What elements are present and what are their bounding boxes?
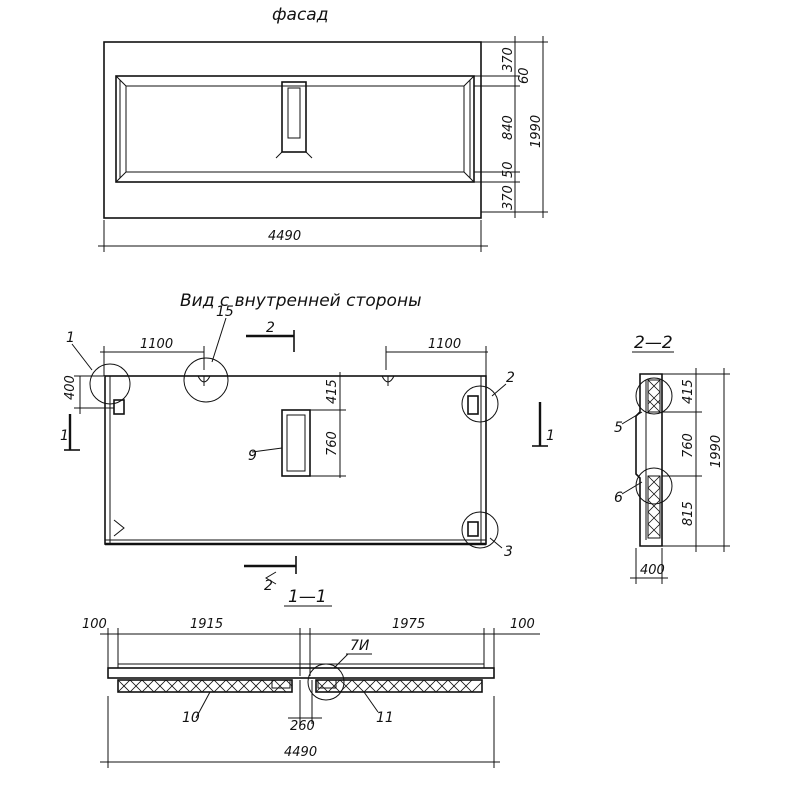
section-2-2: 2—2 415 760 815 1990 400 5 6: [614, 333, 730, 584]
inner-dim-opening: 760: [325, 431, 340, 456]
section-11-title: 1—1: [288, 587, 327, 607]
s22-dim-bottom: 815: [681, 501, 696, 526]
s11-dim-right-edge: 100: [510, 617, 535, 632]
s22-dim-width: 400: [640, 563, 665, 578]
facade-view: фасад 370 60 840 50 370 1990: [98, 5, 548, 252]
section-22-title: 2—2: [634, 333, 673, 353]
section-mark-2-top: 2: [266, 320, 275, 336]
callout-5: 5: [614, 420, 623, 436]
facade-dim-total-width: 4490: [268, 229, 301, 244]
s22-dim-middle: 760: [681, 433, 696, 458]
s11-dim-left-edge: 100: [82, 617, 107, 632]
callout-9: 9: [248, 448, 257, 464]
callout-3: 3: [504, 544, 513, 560]
section-mark-2-bottom: 2: [264, 578, 273, 594]
s22-dim-total: 1990: [709, 435, 724, 468]
section-1-1: 1—1 100 1915 1975 100 260: [82, 587, 540, 768]
facade-dim-gap-bottom: 50: [501, 161, 516, 178]
s11-dim-total: 4490: [284, 745, 317, 760]
inner-dim-top-opening: 415: [325, 379, 340, 404]
facade-dim-gap-top: 60: [517, 67, 532, 84]
s11-dim-joint: 260: [290, 719, 315, 734]
s11-dim-left: 1915: [190, 617, 223, 632]
callout-1: 1: [66, 330, 75, 346]
callout-7i: 7И: [350, 638, 370, 654]
callout-15: 15: [216, 304, 234, 320]
callout-6: 6: [614, 490, 623, 506]
inner-dim-side: 400: [63, 375, 78, 400]
facade-dim-top: 370: [501, 47, 516, 72]
inner-dim-right: 1100: [428, 337, 461, 352]
s11-dim-right: 1975: [392, 617, 425, 632]
section-mark-1-left: 1: [60, 428, 69, 444]
inner-view-title: Вид с внутренней стороны: [180, 291, 422, 311]
inner-dim-left: 1100: [140, 337, 173, 352]
facade-title: фасад: [272, 5, 328, 25]
s22-dim-top: 415: [681, 379, 696, 404]
callout-2: 2: [506, 370, 515, 386]
callout-11: 11: [376, 710, 394, 726]
facade-dim-total-height: 1990: [529, 115, 544, 148]
section-mark-1-right: 1: [546, 428, 555, 444]
callout-10: 10: [182, 710, 200, 726]
facade-dim-bottom: 370: [501, 185, 516, 210]
facade-dim-window: 840: [501, 115, 516, 140]
inner-view: Вид с внутренней стороны 1100 1100: [60, 291, 555, 594]
